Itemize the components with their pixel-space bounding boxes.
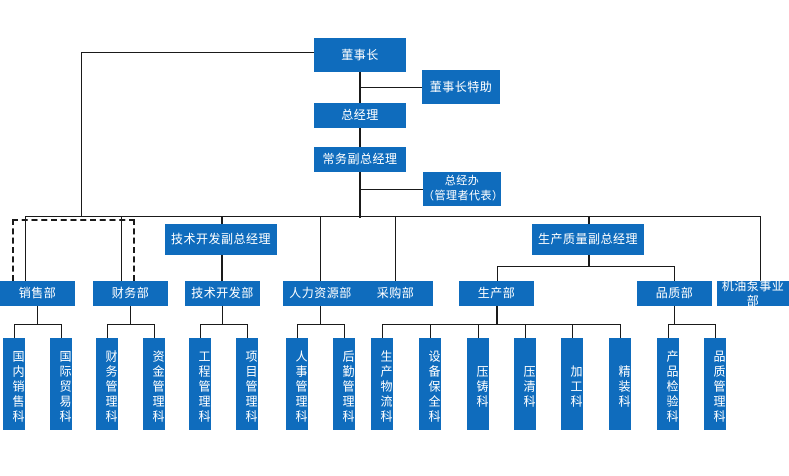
department-production[interactable]: 生产部 xyxy=(459,281,534,306)
node-tech-deputy-gm[interactable]: 技术开发副总经理 xyxy=(165,224,277,255)
connector-bus-to-hr xyxy=(320,216,321,281)
connector-production-bus xyxy=(382,324,620,325)
section-financial-management[interactable]: 财务管理科 xyxy=(96,338,118,430)
dashed-reporting-left-drop xyxy=(12,219,14,281)
section-die-casting[interactable]: 压铸科 xyxy=(467,338,489,430)
section-finishing-assembly[interactable]: 精装科 xyxy=(609,338,631,430)
connector-left-bus-vertical xyxy=(81,52,82,217)
section-production-logistics[interactable]: 生产物流科 xyxy=(371,338,393,430)
connector-hr-child-1 xyxy=(297,324,298,338)
section-cleaning[interactable]: 压清科 xyxy=(514,338,536,430)
department-finance[interactable]: 财务部 xyxy=(93,281,168,306)
connector-production-stem xyxy=(496,306,498,324)
node-executive-deputy-gm[interactable]: 常务副总经理 xyxy=(314,147,406,172)
gm-office-line-2: （管理者代表） xyxy=(423,189,504,202)
node-chairman[interactable]: 董事长 xyxy=(314,38,406,72)
connector-deputy-to-gm-office xyxy=(359,189,423,190)
main-distribution-bus xyxy=(25,216,761,217)
connector-production-child-3 xyxy=(478,324,479,338)
department-quality[interactable]: 品质部 xyxy=(637,281,712,306)
node-chairman-assistant[interactable]: 董事长特助 xyxy=(422,70,500,104)
connector-sales-bus xyxy=(14,324,61,325)
connector-sales-child-2 xyxy=(61,324,62,338)
connector-production-child-6 xyxy=(620,324,621,338)
dashed-reporting-right-drop xyxy=(133,219,135,281)
department-human-resources[interactable]: 人力资源部 xyxy=(283,281,358,306)
connector-bus-to-finance xyxy=(121,216,122,281)
connector-tech-child-2 xyxy=(247,324,248,338)
connector-production-child-5 xyxy=(572,324,573,338)
connector-production-child-4 xyxy=(525,324,526,338)
connector-finance-stem xyxy=(130,306,131,324)
connector-chairman-to-assistant xyxy=(359,87,422,88)
connector-bus-to-sales xyxy=(25,216,26,281)
connector-quality-child-1 xyxy=(668,324,669,338)
connector-sales-child-1 xyxy=(14,324,15,338)
connector-quality-child-2 xyxy=(715,324,716,338)
connector-tech-child-1 xyxy=(200,324,201,338)
section-product-inspection[interactable]: 产品检验科 xyxy=(657,338,679,430)
department-tech-development[interactable]: 技术开发部 xyxy=(185,281,260,306)
connector-tech-bus xyxy=(200,324,247,325)
connector-hr-bus xyxy=(297,324,344,325)
pq-deputy-sub-bus xyxy=(497,266,674,267)
connector-pq-deputy-down xyxy=(588,255,590,266)
department-purchasing[interactable]: 采购部 xyxy=(358,281,433,306)
connector-hr-stem xyxy=(320,306,321,324)
gm-office-line-1: 总经办 xyxy=(444,174,480,188)
department-oil-pump-division[interactable]: 机油泵事业部 xyxy=(717,279,789,308)
section-fund-management[interactable]: 资金管理科 xyxy=(143,338,165,430)
connector-tech-stem xyxy=(222,306,223,324)
connector-chairman-to-left-bus xyxy=(81,52,314,53)
dashed-reporting-line xyxy=(12,219,135,221)
section-engineering-management[interactable]: 工程管理科 xyxy=(189,338,211,430)
connector-production-child-1 xyxy=(382,324,383,338)
connector-bus-to-purchasing xyxy=(395,216,396,281)
department-sales[interactable]: 销售部 xyxy=(0,281,75,306)
connector-tech-deputy-to-tech-dept xyxy=(221,255,223,281)
section-domestic-sales[interactable]: 国内销售科 xyxy=(3,338,25,430)
section-project-management[interactable]: 项目管理科 xyxy=(236,338,258,430)
section-quality-management[interactable]: 品质管理科 xyxy=(704,338,726,430)
section-equipment-maintenance[interactable]: 设备保全科 xyxy=(419,338,441,430)
connector-gm-to-deputy xyxy=(359,128,361,147)
node-gm-office[interactable]: 总经办 （管理者代表） xyxy=(423,172,504,206)
section-machining[interactable]: 加工科 xyxy=(561,338,583,430)
node-general-manager[interactable]: 总经理 xyxy=(314,103,406,128)
node-production-quality-deputy-gm[interactable]: 生产质量副总经理 xyxy=(532,224,644,255)
connector-hr-child-2 xyxy=(344,324,345,338)
connector-finance-child-1 xyxy=(107,324,108,338)
section-logistics-management[interactable]: 后勤管理科 xyxy=(333,338,355,430)
connector-pq-to-quality xyxy=(674,266,675,281)
connector-production-child-2 xyxy=(430,324,431,338)
connector-quality-stem xyxy=(674,306,675,324)
section-personnel-management[interactable]: 人事管理科 xyxy=(286,338,308,430)
connector-quality-bus xyxy=(668,324,715,325)
connector-pq-to-production xyxy=(497,266,498,281)
connector-finance-bus xyxy=(107,324,154,325)
connector-sales-stem xyxy=(37,306,38,324)
connector-finance-child-2 xyxy=(154,324,155,338)
connector-bus-to-oil-pump xyxy=(760,216,761,281)
connector-deputy-to-bus xyxy=(359,172,361,218)
section-international-trade[interactable]: 国际贸易科 xyxy=(50,338,72,430)
